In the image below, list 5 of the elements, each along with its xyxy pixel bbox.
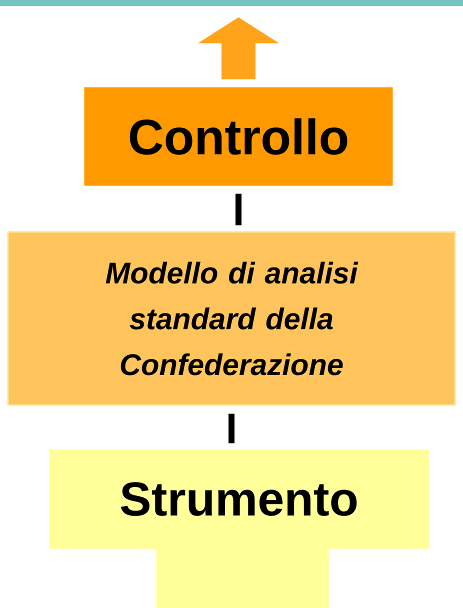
connector-line: [228, 414, 234, 444]
box: [156, 547, 329, 608]
process-box: Controllo: [84, 87, 393, 186]
connector-line: [236, 194, 242, 226]
process-box: Modello di analisi standard della Confederazione: [7, 231, 456, 406]
